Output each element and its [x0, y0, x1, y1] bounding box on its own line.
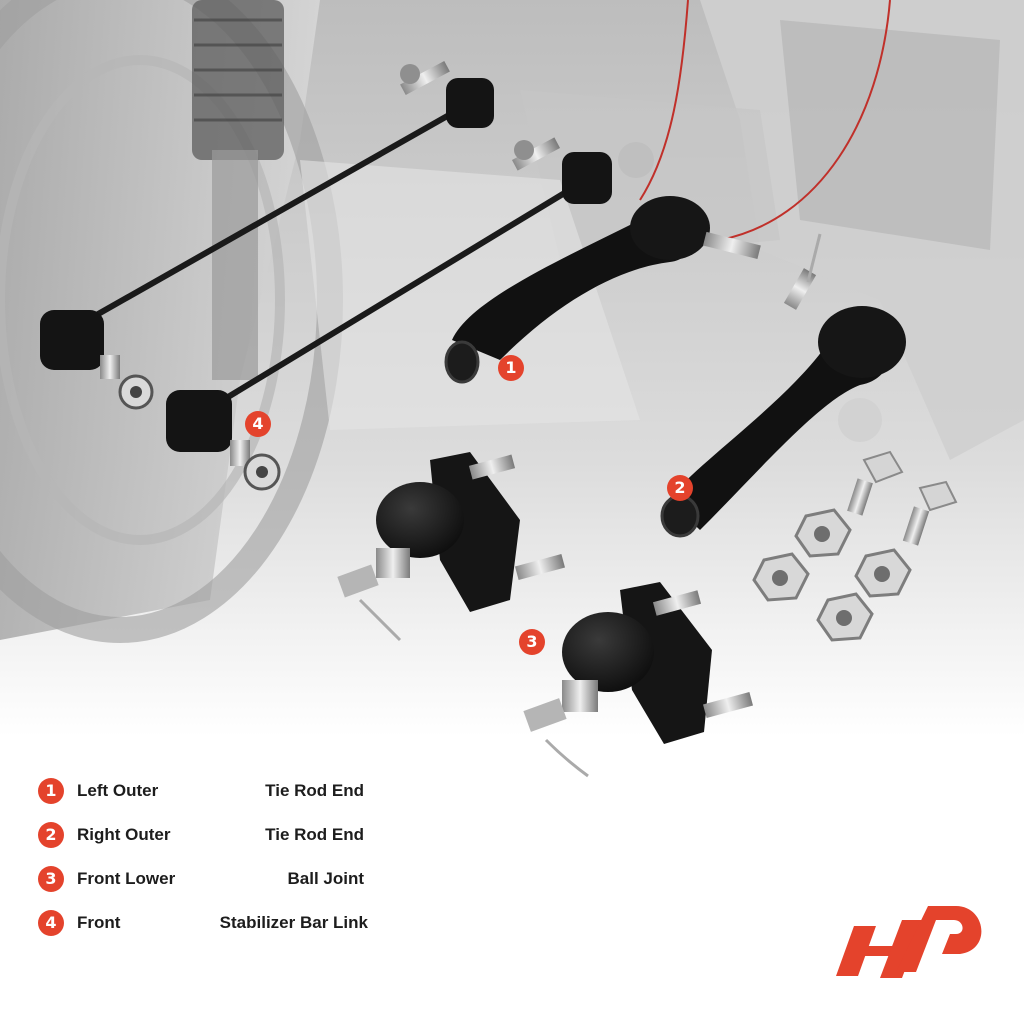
bolt-1: [847, 450, 904, 516]
stabilizer-link-back: [40, 60, 494, 410]
legend-position: Right Outer: [77, 825, 171, 844]
legend-part-name: Tie Rod End: [265, 781, 364, 800]
ball-joint-lower: [523, 582, 753, 778]
callout-number: 3: [526, 632, 538, 651]
hardware-set: [752, 450, 958, 642]
bolt-2: [902, 480, 958, 546]
callout-number: 1: [505, 358, 517, 377]
legend-position: Front Lower: [77, 869, 176, 888]
legend-part-name: Tie Rod End: [265, 825, 364, 844]
legend-number-badge: 3: [38, 866, 64, 892]
brand-logo-icon: [836, 906, 982, 978]
detail-curve-right: [719, 0, 891, 241]
callout-badge-2: 2: [667, 475, 693, 501]
logo-slash: [836, 926, 876, 976]
legend-row: 3 Front Lower Ball Joint: [36, 862, 396, 906]
logo-stem: [880, 920, 924, 978]
parts-legend: 1 Left Outer Tie Rod End 2 Right Outer T…: [36, 774, 396, 950]
legend-position: Left Outer: [77, 781, 159, 800]
legend-part-name: Ball Joint: [287, 869, 364, 888]
legend-position: Front: [77, 913, 121, 932]
legend-row: 4 Front Stabilizer Bar Link: [36, 906, 396, 950]
legend-number-badge: 4: [38, 910, 64, 936]
tie-rod-end-right: [660, 233, 906, 538]
callout-badge-1: 1: [498, 355, 524, 381]
legend-row: 1 Left Outer Tie Rod End: [36, 774, 396, 818]
legend-number-badge: 2: [38, 822, 64, 848]
callout-number: 2: [674, 478, 686, 497]
legend-number-badge: 1: [38, 778, 64, 804]
stabilizer-link-front: [166, 137, 612, 491]
detail-curve-left: [639, 0, 689, 201]
legend-part-name: Stabilizer Bar Link: [219, 913, 368, 932]
callout-badge-3: 3: [519, 629, 545, 655]
ball-joint-upper: [337, 452, 565, 642]
logo-bowl: [896, 906, 982, 972]
strut-boot: [192, 0, 284, 160]
legend-row: 2 Right Outer Tie Rod End: [36, 818, 396, 862]
callout-number: 4: [252, 414, 264, 433]
callout-badge-4: 4: [245, 411, 271, 437]
tie-rod-end-left: [444, 196, 761, 384]
